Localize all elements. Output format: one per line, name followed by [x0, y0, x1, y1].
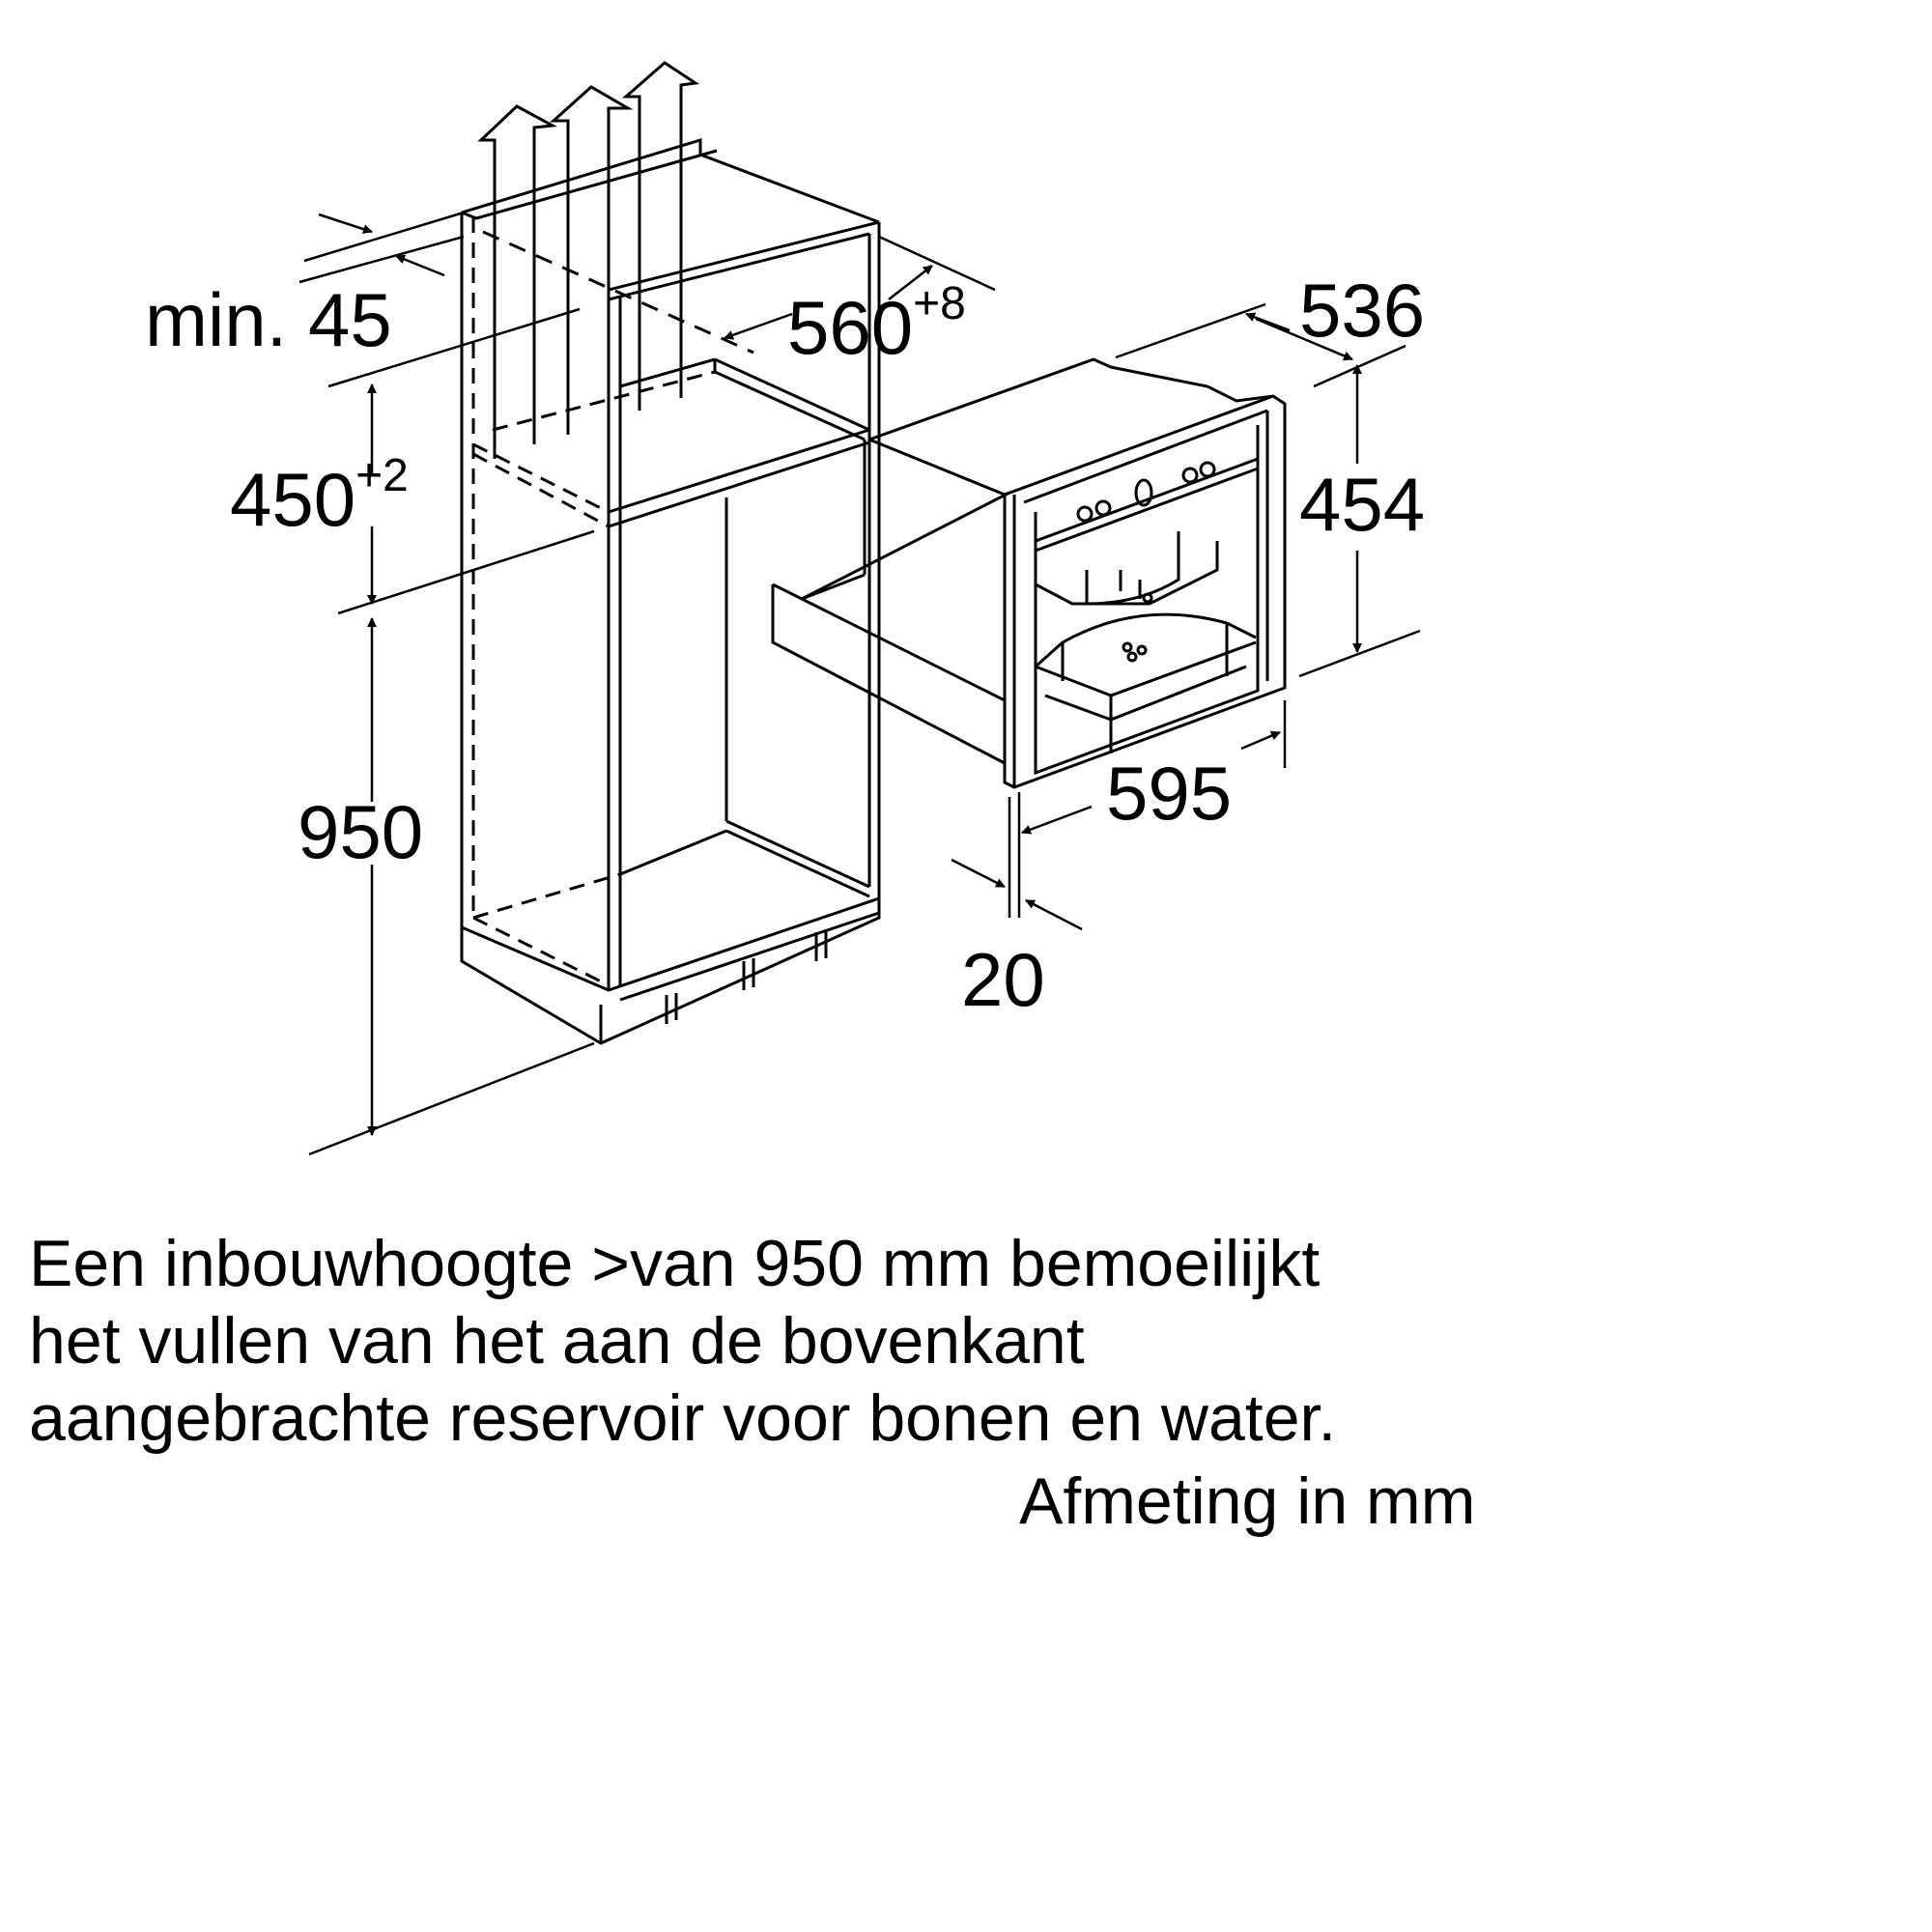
note-line-2: het vullen van het aan de bovenkant — [29, 1304, 1085, 1378]
unit-label: Afmeting in mm — [1019, 1464, 1476, 1538]
coffee-machine — [771, 357, 1287, 789]
note-line-3: aangebrachte reservoir voor bonen en wat… — [29, 1381, 1337, 1455]
installation-drawing: min. 45 560+8 450+2 950 536 454 595 20 — [145, 61, 1425, 1156]
dim-560-value: 560 — [787, 285, 914, 370]
dim-450-tolerance: +2 — [355, 450, 409, 501]
dim-20: 20 — [961, 942, 1045, 1017]
dim-450-value: 450 — [230, 457, 356, 542]
dim-454-value: 454 — [1299, 462, 1426, 547]
dim-595-value: 595 — [1106, 751, 1233, 836]
installation-note: Een inbouwhoogte >van 950 mm bemoeilijkt… — [29, 1225, 1536, 1457]
dimension-lines — [298, 211, 1421, 1156]
dim-min-45: min. 45 — [145, 282, 392, 357]
dim-454: 454 — [1299, 467, 1425, 542]
dim-min-45-value: min. 45 — [145, 277, 392, 362]
dim-950: 950 — [298, 794, 423, 869]
cabinet — [460, 137, 881, 1045]
dim-536: 536 — [1299, 272, 1425, 348]
note-line-1: Een inbouwhoogte >van 950 mm bemoeilijkt — [29, 1227, 1321, 1300]
dim-560: 560+8 — [787, 281, 966, 366]
cabinet-line-art — [298, 61, 1421, 1156]
dim-536-value: 536 — [1299, 268, 1426, 353]
dim-20-value: 20 — [961, 937, 1045, 1022]
ventilation-arrows — [477, 61, 700, 459]
dim-595: 595 — [1106, 755, 1232, 831]
dim-950-value: 950 — [298, 789, 424, 874]
dim-450: 450+2 — [230, 453, 409, 538]
dim-560-tolerance: +8 — [913, 278, 966, 329]
